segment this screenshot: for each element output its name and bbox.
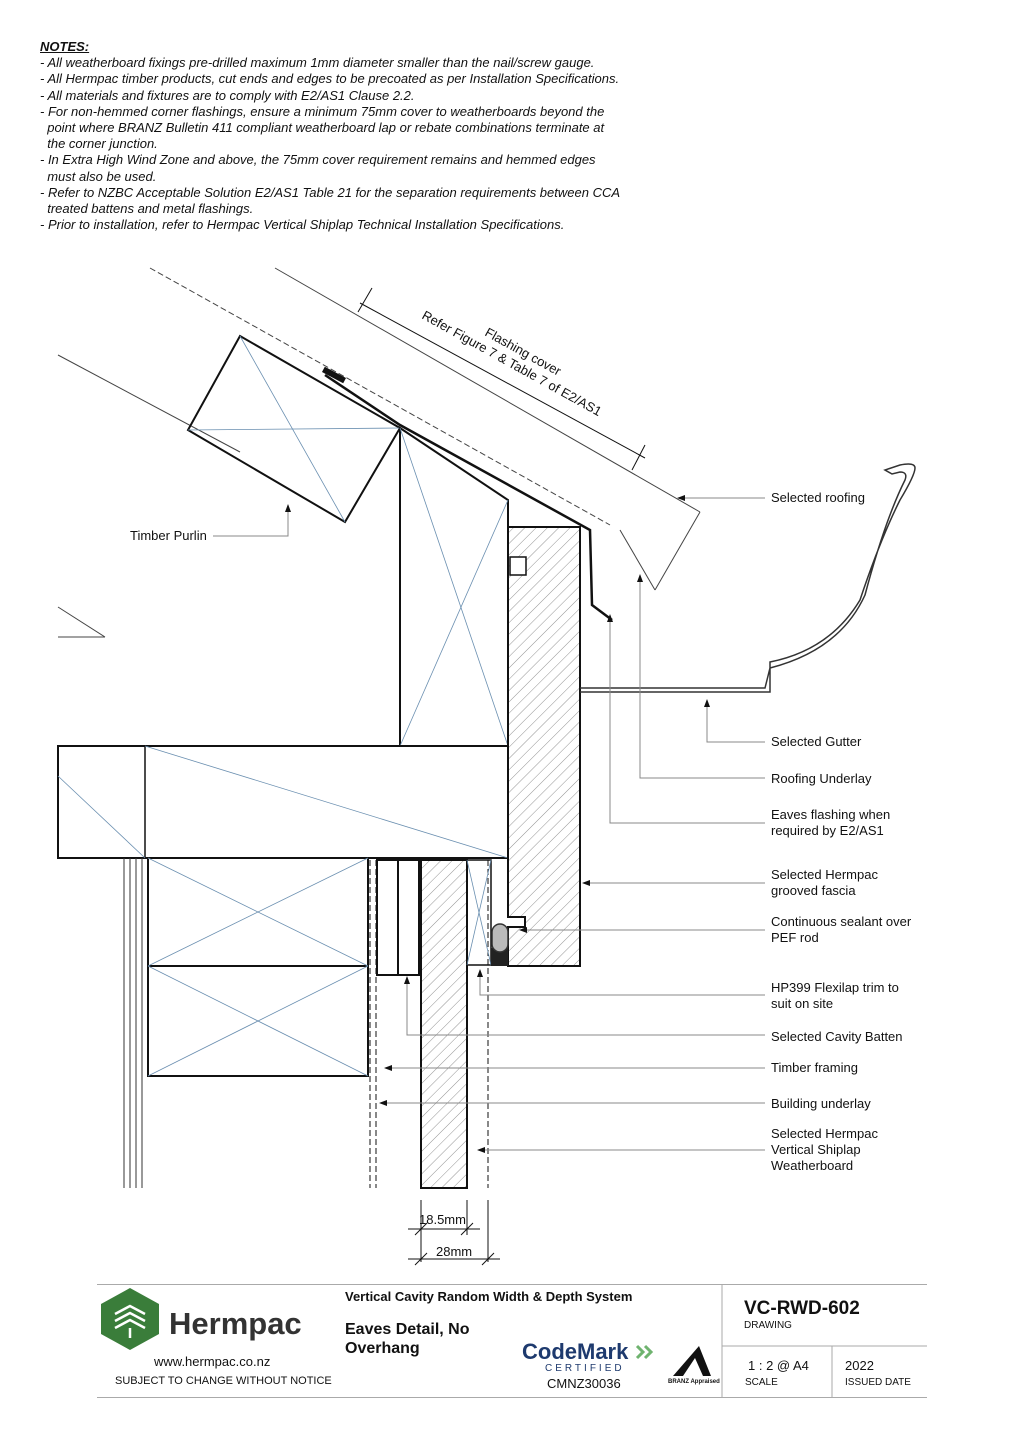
drawing-title-2: Overhang [345,1340,420,1357]
sealant-label-2: PEF rod [771,930,819,945]
flashing-cover-dimension [357,287,646,471]
note-line: - In Extra High Wind Zone and above, the… [40,152,596,168]
top-plate [57,745,509,859]
flexilap-label: HP399 Flexilap trim to [771,980,899,995]
grooved-fascia [507,526,581,967]
timber-framing-label: Timber framing [771,1060,858,1075]
note-line: - For non-hemmed corner flashings, ensur… [40,103,605,119]
selected-roofing-label: Selected roofing [771,490,865,505]
callout-leaders [379,495,765,1153]
notes-heading: NOTES: [40,39,90,54]
roof-lines [57,267,701,638]
system-name: Vertical Cavity Random Width & Depth Sys… [345,1289,633,1304]
dimension-18-5mm: 18.5mm [419,1212,466,1227]
cavity-batten-label: Selected Cavity Batten [771,1029,903,1044]
drawing-title: Eaves Detail, No [345,1321,470,1338]
flashing-clip [321,366,347,384]
building-underlay-label: Building underlay [771,1096,871,1111]
cavity-batten [376,859,420,976]
note-line: - Prior to installation, refer to Hermpa… [40,217,565,233]
eaves-flashing-label: Eaves flashing when [771,807,890,822]
weatherboard-label-2: Vertical Shiplap [771,1142,861,1157]
note-line: - All materials and fixtures are to comp… [40,87,415,103]
title-block-frame [97,1284,927,1398]
note-line: must also be used. [40,168,157,184]
eaves-flashing-label-2: required by E2/AS1 [771,823,884,838]
branz-logo-icon [673,1346,711,1376]
flashing-cover-ref: Refer Figure 7 & Table 7 of E2/AS1 [420,308,605,419]
disclaimer: SUBJECT TO CHANGE WITHOUT NOTICE [115,1375,332,1387]
issued-label: ISSUED DATE [845,1377,911,1388]
drawing-number: VC-RWD-602 [744,1298,860,1319]
sealant-pef-rod [491,923,509,966]
weatherboard [420,859,492,1189]
scale-label: SCALE [745,1377,778,1388]
note-line: point where BRANZ Bulletin 411 compliant… [40,120,605,136]
building-underlay [369,860,377,1188]
purlin-leader [213,504,291,537]
note-line: treated battens and metal flashings. [40,201,254,217]
timber-framing [123,857,369,1188]
eaves-flashing [324,373,613,621]
thickness-dimensions [408,1200,500,1266]
notes-block: NOTES: - All weatherboard fixings pre-dr… [40,39,700,233]
codemark-certified: CERTIFIED [545,1363,625,1374]
branz-appraised: BRANZ Appraised [668,1379,720,1385]
sealant-label: Continuous sealant over [771,914,912,929]
fascia-label-2: grooved fascia [771,883,856,898]
roofing-underlay-label: Roofing Underlay [771,771,872,786]
gutter [580,463,916,693]
codemark-logo: CodeMark [522,1339,629,1364]
issued-year: 2022 [845,1358,874,1373]
hermpac-logo-icon [101,1288,159,1350]
weatherboard-label-3: Weatherboard [771,1158,853,1173]
fascia-label: Selected Hermpac [771,867,878,882]
codemark-chevron-icon [635,1344,654,1360]
note-line: - All Hermpac timber products, cut ends … [40,71,620,87]
weatherboard-label: Selected Hermpac [771,1126,878,1141]
title-block: Hermpac www.hermpac.co.nz SUBJECT TO CHA… [97,1284,927,1398]
note-line: - Refer to NZBC Acceptable Solution E2/A… [40,184,621,200]
selected-gutter-label: Selected Gutter [771,734,862,749]
drawing-label: DRAWING [744,1320,792,1331]
website[interactable]: www.hermpac.co.nz [154,1354,271,1369]
note-line: - All weatherboard fixings pre-drilled m… [40,55,595,71]
scale-value: 1 : 2 @ A4 [748,1358,809,1373]
timber-purlin [186,334,402,524]
brand-name: Hermpac [169,1306,302,1341]
dimension-28mm: 28mm [436,1244,472,1259]
timber-purlin-label: Timber Purlin [130,528,207,543]
note-line: the corner junction. [40,136,158,152]
cert-number: CMNZ30036 [547,1376,621,1391]
flexilap-label-2: suit on site [771,996,833,1011]
